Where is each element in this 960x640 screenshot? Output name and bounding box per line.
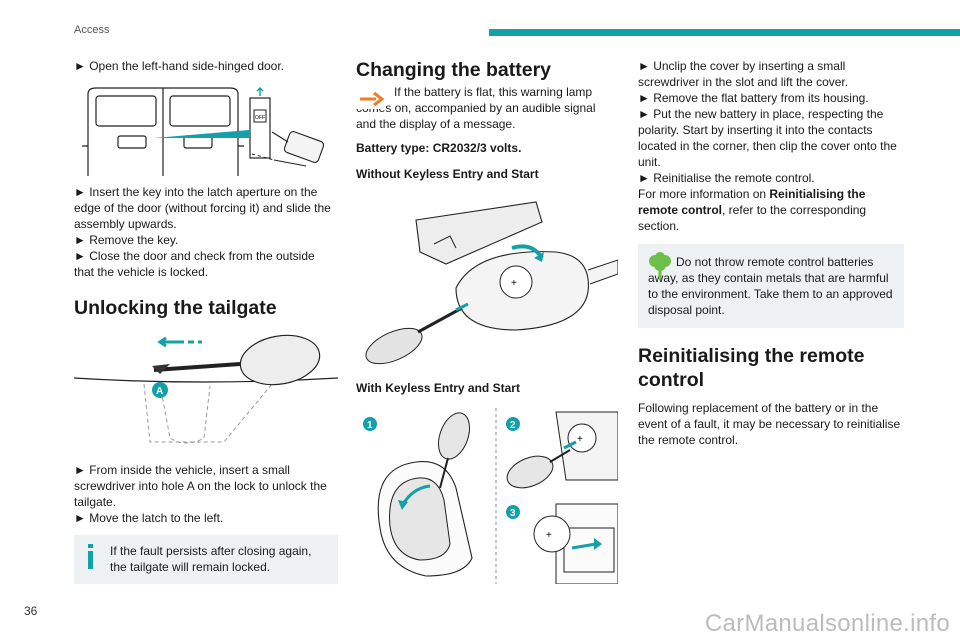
step-badge-2: 2 xyxy=(510,420,516,431)
reinit-text: Following replacement of the battery or … xyxy=(638,401,901,447)
info-icon xyxy=(84,544,98,570)
reinit-title: Reinitialising the remote control xyxy=(638,345,865,391)
step-badge-1: 1 xyxy=(367,420,373,431)
step-open-door: ► Open the left-hand side-hinged door. xyxy=(74,59,285,73)
battery-warning-text: If the battery is flat, this warning lam… xyxy=(356,85,596,131)
door-off-badge: OFF xyxy=(255,115,265,121)
header-section-label: Access xyxy=(74,24,110,36)
column-1: ► Open the left-hand side-hinged door. O… xyxy=(74,58,338,584)
step-move-latch: ► Move the latch to the left. xyxy=(74,511,224,525)
step-unclip-cover: ► Unclip the cover by inserting a small … xyxy=(638,59,849,89)
step-insert-screwdriver: ► From inside the vehicle, insert a smal… xyxy=(74,463,327,509)
key-battery-illustration: + xyxy=(356,200,618,372)
column-3: ► Unclip the cover by inserting a small … xyxy=(638,58,904,448)
more-info-prefix: For more information on xyxy=(638,187,770,201)
info-note-text: If the fault persists after closing agai… xyxy=(110,544,312,574)
changing-battery-title: Changing the battery xyxy=(356,59,552,81)
info-note: If the fault persists after closing agai… xyxy=(74,535,338,584)
tailgate-hole-label: A xyxy=(156,386,163,397)
step-reinitialise: ► Reinitialise the remote control. xyxy=(638,171,815,185)
tailgate-title: Unlocking the tailgate xyxy=(74,297,277,319)
more-info-link: Reinitialising the remote control xyxy=(638,187,866,217)
with-keyless-heading: With Keyless Entry and Start xyxy=(356,381,520,395)
step-insert-key: ► Insert the key into the latch aperture… xyxy=(74,185,331,231)
watermark: CarManualsonline.info xyxy=(704,610,950,637)
step-remove-battery: ► Remove the flat battery from its housi… xyxy=(638,91,869,105)
more-info-suffix: , refer to the corresponding section. xyxy=(638,203,867,233)
step-new-battery: ► Put the new battery in place, respecti… xyxy=(638,107,897,169)
column-2: Changing the battery If the battery is f… xyxy=(356,58,618,584)
eco-note: Do not throw remote control batteries aw… xyxy=(638,244,904,328)
without-keyless-heading: Without Keyless Entry and Start xyxy=(356,167,539,181)
step-close-door: ► Close the door and check from the outs… xyxy=(74,249,315,279)
svg-text:+: + xyxy=(577,434,583,445)
eco-tree-icon xyxy=(648,252,672,280)
van-door-illustration: OFF xyxy=(74,86,338,178)
more-info-text: For more information on Reinitialising t… xyxy=(638,186,904,234)
step-badge-3: 3 xyxy=(510,508,516,519)
tailgate-lock-illustration: A xyxy=(74,334,338,452)
keyless-battery-illustration: 1 2 + 3 + xyxy=(356,408,618,584)
svg-text:+: + xyxy=(511,278,517,289)
header-accent-bar xyxy=(489,29,960,36)
step-remove-key: ► Remove the key. xyxy=(74,233,179,247)
svg-text:+: + xyxy=(546,530,552,541)
eco-note-text: Do not throw remote control batteries aw… xyxy=(648,255,893,317)
battery-warning-icon xyxy=(356,87,386,109)
battery-type: Battery type: CR2032/3 volts. xyxy=(356,141,522,155)
page-number: 36 xyxy=(24,604,38,618)
